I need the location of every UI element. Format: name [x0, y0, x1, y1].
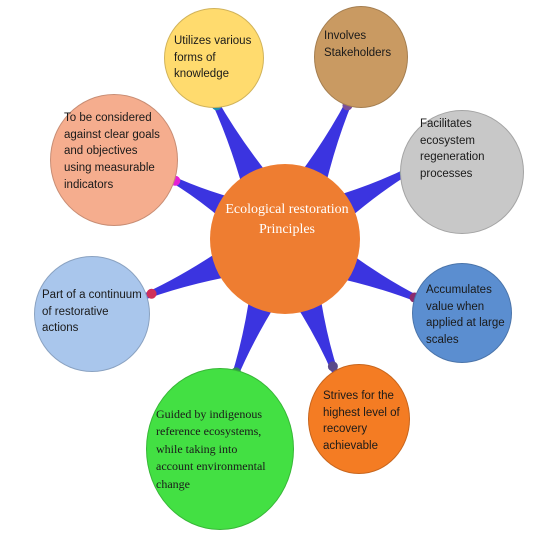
node-knowledge	[164, 8, 264, 108]
node-continuum-label: Part of a continuum of restorative actio…	[42, 289, 142, 335]
node-scales	[412, 263, 512, 363]
node-continuum	[34, 256, 150, 372]
node-stakeholders-label: Involves Stakeholders	[324, 30, 392, 59]
node-recovery-label: Strives for the highest level of recover…	[323, 390, 400, 453]
center-node	[210, 164, 360, 314]
node-regeneration	[400, 110, 524, 234]
center-node-label: Ecological restoration Principles	[225, 202, 349, 238]
node-stakeholders	[314, 6, 408, 108]
node-indigenous	[146, 368, 294, 530]
node-indigenous-label: Guided by indigenous reference ecosystem…	[156, 407, 266, 491]
node-regeneration-label: Facilitates ecosystem regeneration proce…	[420, 118, 485, 181]
node-goals	[50, 94, 178, 226]
connector-tip-continuum	[146, 288, 157, 299]
node-recovery	[308, 364, 410, 474]
node-goals-label: To be considered against clear goals and…	[64, 112, 160, 191]
node-knowledge-label: Utilizes various forms of knowledge	[174, 35, 252, 81]
node-scales-label: Accumulates value when applied at large …	[426, 284, 505, 347]
